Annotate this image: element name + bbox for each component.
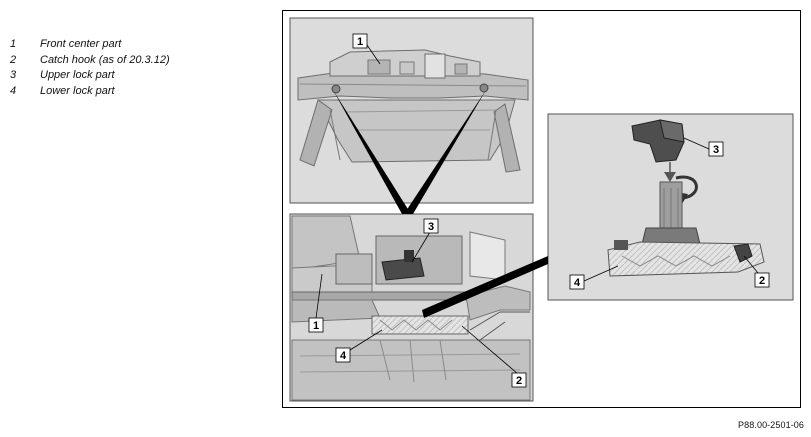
callout-box xyxy=(511,372,527,388)
callout-label: 4 xyxy=(574,277,581,289)
callout-box xyxy=(569,274,585,290)
callout-label: 2 xyxy=(516,375,522,387)
lock-parts-illustration xyxy=(607,119,765,277)
callout-label: 1 xyxy=(313,320,319,332)
top-panel: 1 xyxy=(289,17,534,204)
detail-connector-lines xyxy=(333,90,548,318)
callout-label: 4 xyxy=(340,350,347,362)
callout-label: 3 xyxy=(713,144,719,156)
figure-reference-code: P88.00-2501-06 xyxy=(738,420,804,430)
callout-box xyxy=(352,33,368,49)
callout-box xyxy=(423,218,439,234)
lock-detail-illustration xyxy=(291,215,531,401)
callout-box xyxy=(308,317,324,333)
callout-label: 3 xyxy=(428,221,434,233)
callout-box xyxy=(335,347,351,363)
callout-label: 2 xyxy=(759,275,765,287)
callout-box xyxy=(754,272,770,288)
callout-label: 1 xyxy=(357,36,363,48)
right-panel: 3 4 2 xyxy=(547,113,794,301)
bottom-panel: 3 1 4 2 xyxy=(289,213,534,402)
callout-box xyxy=(708,141,724,157)
